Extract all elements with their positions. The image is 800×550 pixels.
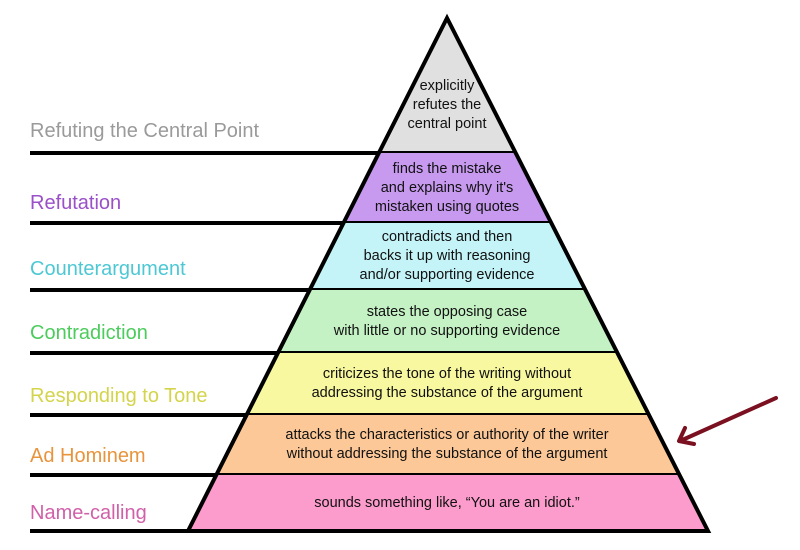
pyramid-tier-name-calling xyxy=(188,475,708,531)
pyramid-tier-ad-hominem xyxy=(216,415,680,475)
description-line: with little or no supporting evidence xyxy=(333,322,561,339)
level-label-refutation: Refutation xyxy=(30,192,122,214)
level-label-name-calling: Name-calling xyxy=(30,502,147,524)
level-description-refutation: finds the mistake and explains why it's mi… xyxy=(375,160,519,217)
description-line: contradicts and then xyxy=(381,229,513,245)
description-line: finds the mistake xyxy=(392,160,502,177)
pointer-arrow-icon xyxy=(677,396,778,446)
description-line: without addressing the substance of the … xyxy=(286,446,608,462)
pyramid-outline xyxy=(184,13,712,533)
description-line: mistaken using quotes xyxy=(374,198,520,215)
description-line: attacks the characteristics or authority… xyxy=(285,427,609,443)
level-description-responding-to-tone: criticizes the tone of the writing witho… xyxy=(312,365,583,403)
level-label-ad-hominem: Ad Hominem xyxy=(30,445,146,467)
level-label-counterargument: Counterargument xyxy=(30,258,186,280)
level-label-contradiction: Contradiction xyxy=(30,322,148,344)
description-line: explicitly xyxy=(419,78,475,94)
description-line: and explains why it's xyxy=(380,179,514,196)
description-line: states the opposing case xyxy=(366,303,528,320)
level-label-responding-to-tone: Responding to Tone xyxy=(30,385,208,407)
pyramid-tier-refutation xyxy=(343,153,552,223)
level-description-contradiction: states the opposing case with little or n… xyxy=(334,303,561,341)
level-description-refuting-central-point: explicitly refutes the central point xyxy=(408,77,487,134)
description-line: central point xyxy=(407,116,487,132)
description-line: and/or supporting evidence xyxy=(359,267,535,283)
level-description-counterargument: contradicts and then backs it up with rea… xyxy=(360,228,535,285)
description-line: backs it up with reasoning xyxy=(363,248,531,264)
pyramid-tier-responding-to-tone xyxy=(246,353,649,415)
pyramid-tier-counterargument xyxy=(309,223,586,290)
description-line: sounds something like, “You are an idiot… xyxy=(314,494,580,511)
description-line: refutes the xyxy=(412,97,482,113)
level-label-refuting-central-point: Refuting the Central Point xyxy=(30,120,260,142)
pyramid-tier-refuting-central-point xyxy=(378,18,516,153)
pyramid-tier-contradiction xyxy=(277,290,618,353)
level-description-name-calling: sounds something like, “You are an idiot… xyxy=(314,494,579,513)
level-description-ad-hominem: attacks the characteristics or authority… xyxy=(285,426,608,464)
description-line: criticizes the tone of the writing witho… xyxy=(322,366,572,382)
description-line: addressing the substance of the argument xyxy=(311,385,583,401)
